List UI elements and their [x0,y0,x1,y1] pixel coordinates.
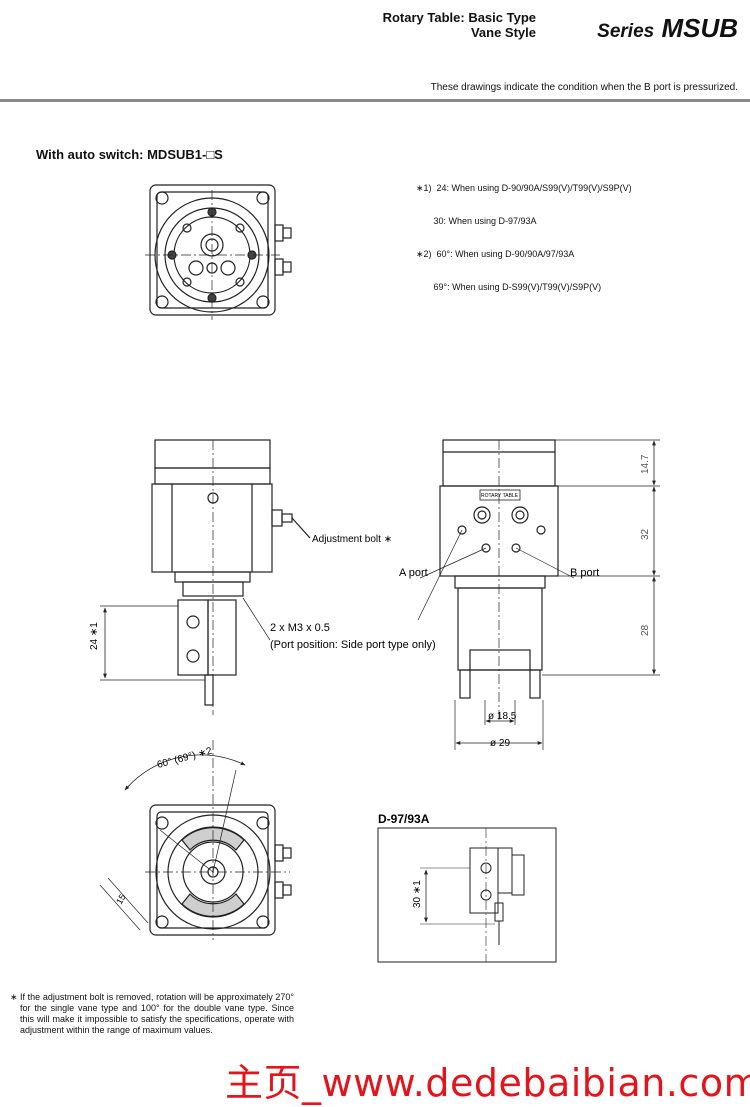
d97-title: D-97/93A [378,812,430,826]
footnote: ∗ If the adjustment bolt is removed, rot… [10,992,294,1036]
b-port-label: B port [570,567,599,579]
section-title: With auto switch: MDSUB1-□S [36,147,223,162]
bottom-view [99,740,292,940]
port-position-label: (Port position: Side port type only) [270,639,436,651]
rotary-table-plate: ROTARY TABLE [481,493,519,499]
front-view [100,439,311,715]
dim-30-label: 30 ∗1 [412,880,423,908]
side-view [417,439,660,750]
dim-14-7-label: 14.7 [640,454,651,474]
dim-32-label: 32 [640,528,651,540]
adjustment-bolt-label: Adjustment bolt ∗ [312,534,392,545]
d97-detail [377,827,557,963]
dim-dia-18-5-label: ø 18.5 [488,711,517,722]
header-divider [0,99,750,102]
dimension-notes: ∗1) 24: When using D-90/90A/S99(V)/T99(V… [416,161,632,304]
header-title-line1: Rotary Table: Basic Type [382,10,536,25]
series-prefix: Series [597,21,655,42]
watermark-link[interactable]: 主页_www.dedebaibian.com [225,1061,750,1105]
dim-dia-29-label: ø 29 [490,738,510,749]
header-note: These drawings indicate the condition wh… [430,82,738,93]
top-view [145,184,292,320]
series-name: Series MSUB [597,10,738,50]
note-line: 30: When using D-97/93A [416,216,537,226]
note-line: ∗1) 24: When using D-90/90A/S99(V)/T99(V… [416,183,632,193]
note-line: ∗2) 60°: When using D-90/90A/97/93A [416,249,575,259]
footnote-marker: ∗ [10,992,18,1002]
note-line: 69°: When using D-S99(V)/T99(V)/S9P(V) [416,282,602,292]
a-port-label: A port [399,567,428,579]
footnote-text: If the adjustment bolt is removed, rotat… [20,992,294,1035]
header-title: Rotary Table: Basic Type Vane Style [383,10,536,40]
port-thread-label: 2 x M3 x 0.5 [270,622,330,634]
header-title-line2: Vane Style [470,25,536,40]
dim-24-label: 24 ∗1 [89,622,100,650]
angle-label: 60° (69°) ∗2 [156,746,214,771]
dim-28-label: 28 [640,624,651,636]
dim-15-label: 15 [114,892,128,906]
series-code: MSUB [661,13,738,43]
